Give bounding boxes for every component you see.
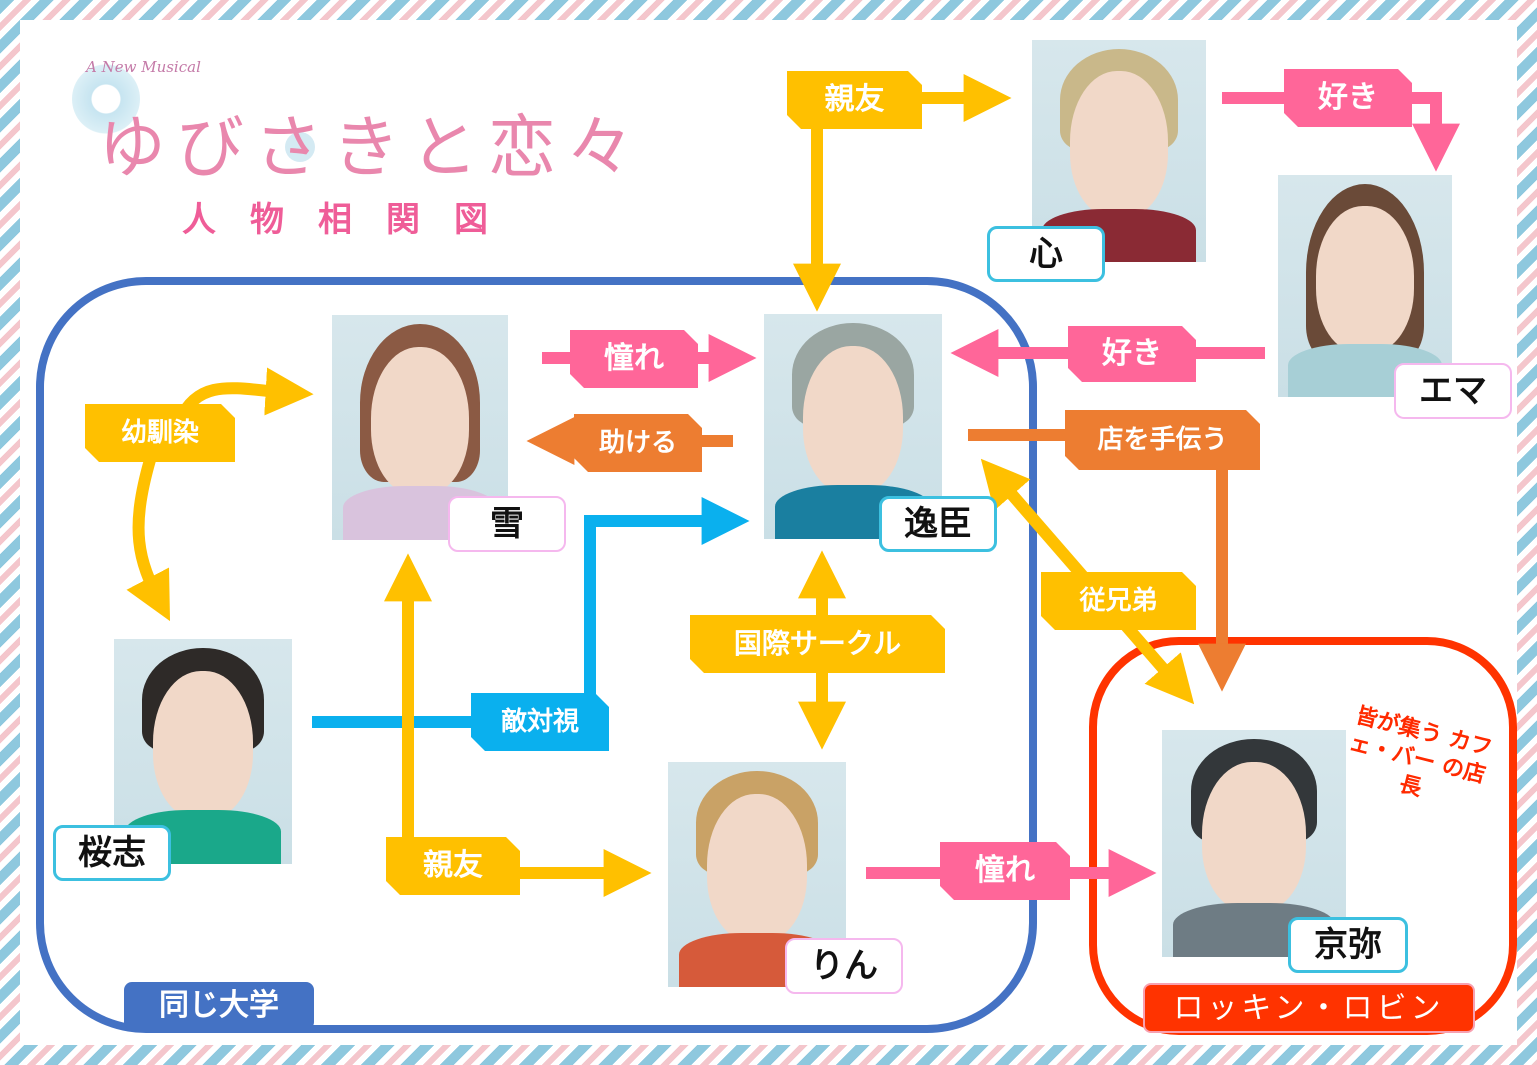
arrow-mise [968,429,1246,692]
arrow-tekitaishi [312,497,750,728]
name-tag-yuki: 雪 [448,496,566,552]
photo-emma [1278,175,1452,397]
relation-label-mise: 店を手伝う [1065,410,1260,470]
arrow-osananajimi-oushi [126,458,171,622]
name-tag-emma: エマ [1394,363,1512,419]
relation-label-itoko: 従兄弟 [1041,572,1196,630]
name-tag-rin: りん [785,938,903,994]
name-tag-shin: 心 [987,226,1105,282]
watercolor-dot [285,132,315,162]
chart-heading: 人物相関図 [182,200,522,240]
name-tag-kyoya: 京弥 [1288,917,1408,973]
group-tag-university: 同じ大学 [124,982,314,1030]
page-title: ゆびさきと恋々 [98,109,645,188]
relation-label-suki-emma: 好き [1068,326,1196,382]
group-tag-cafe: ロッキン・ロビン [1143,983,1475,1033]
watercolor-decoration [72,64,140,134]
name-tag-oushi: 桜志 [53,825,171,881]
relation-label-akogare-top: 憧れ [570,330,698,388]
photo-kyoya [1162,730,1346,957]
relation-label-shinyu-bottom: 親友 [386,837,520,895]
relation-label-kokusai: 国際サークル [690,615,945,673]
relation-label-tekitaishi: 敵対視 [471,693,609,751]
photo-shin [1032,40,1206,262]
relation-label-tasukeru: 助ける [574,414,702,472]
relation-label-shinyu-top: 親友 [787,71,922,129]
relation-label-suki-top: 好き [1284,69,1412,127]
relation-label-akogare-bottom: 憧れ [940,842,1070,900]
subtitle: A New Musical [86,58,201,76]
photo-rin [668,762,846,987]
relation-label-osananajimi: 幼馴染 [85,404,235,462]
name-tag-itsuomi: 逸臣 [879,496,997,552]
